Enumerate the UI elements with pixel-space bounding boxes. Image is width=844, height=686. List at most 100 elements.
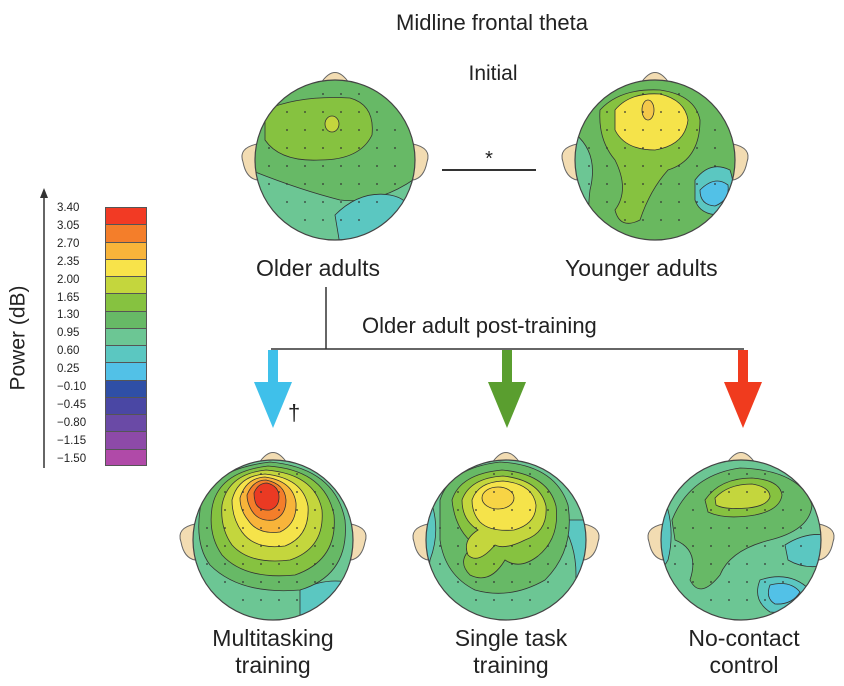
- electrode-dot: [394, 129, 396, 131]
- electrode-dot: [678, 183, 680, 185]
- electrode-dot: [278, 527, 280, 529]
- electrode-dot: [260, 473, 262, 475]
- caption-multitasking: Multitasking training: [173, 625, 373, 679]
- electrode-dot: [242, 599, 244, 601]
- electrode-dot: [624, 111, 626, 113]
- electrode-dot: [340, 183, 342, 185]
- figure-title: Midline frontal theta: [396, 10, 588, 35]
- electrode-dot: [332, 563, 334, 565]
- electrode-dot: [692, 491, 694, 493]
- color-scale-tick-label: 0.25: [57, 363, 80, 376]
- arrow-head: [724, 382, 762, 428]
- electrode-dot: [529, 491, 531, 493]
- electrode-dot: [260, 527, 262, 529]
- electrode-dot: [511, 581, 513, 583]
- electrode-dot: [547, 491, 549, 493]
- electrode-dot: [224, 491, 226, 493]
- electrode-dot: [278, 491, 280, 493]
- electrode-dot: [314, 491, 316, 493]
- electrode-dot: [314, 581, 316, 583]
- scalp-map-multitasking: [179, 452, 367, 621]
- electrode-dot: [340, 111, 342, 113]
- color-scale-swatch: [105, 379, 147, 397]
- electrode-dot: [728, 473, 730, 475]
- color-scale-swatch: [105, 241, 147, 259]
- electrode-dot: [511, 491, 513, 493]
- color-scale-tick-label: 3.40: [57, 202, 80, 214]
- electrode-dot: [394, 165, 396, 167]
- electrode-dot: [475, 599, 477, 601]
- significance-marker: *: [485, 148, 493, 170]
- electrode-dot: [710, 491, 712, 493]
- electrode-dot: [728, 509, 730, 511]
- electrode-dot: [606, 129, 608, 131]
- post-training-label: Older adult post-training: [362, 313, 597, 338]
- electrode-dot: [268, 183, 270, 185]
- electrode-dot: [475, 527, 477, 529]
- electrode-dot: [782, 527, 784, 529]
- color-scale-swatch: [105, 224, 147, 242]
- electrode-dot: [746, 473, 748, 475]
- color-scale-tick-label: −1.50: [57, 452, 87, 465]
- electrode-dot: [746, 581, 748, 583]
- electrode-dot: [710, 563, 712, 565]
- electrode-dot: [511, 527, 513, 529]
- electrode-dot: [660, 93, 662, 95]
- electrode-dot: [260, 599, 262, 601]
- electrode-dot: [678, 93, 680, 95]
- electrode-dot: [394, 183, 396, 185]
- electrode-dot: [304, 165, 306, 167]
- electrode-dot: [674, 563, 676, 565]
- electrode-dot: [588, 183, 590, 185]
- electrode-dot: [296, 527, 298, 529]
- electrode-dot: [692, 509, 694, 511]
- electrode-dot: [746, 491, 748, 493]
- color-scale-swatch: [105, 327, 147, 346]
- color-scale-swatch: [105, 414, 147, 432]
- electrode-dot: [457, 563, 459, 565]
- electrode-dot: [606, 111, 608, 113]
- electrode-dot: [782, 563, 784, 565]
- electrode-dot: [696, 111, 698, 113]
- electrode-dot: [475, 563, 477, 565]
- electrode-dot: [224, 581, 226, 583]
- electrode-dot: [340, 219, 342, 221]
- color-scale-tick-label: 0.95: [57, 327, 80, 340]
- electrode-dot: [692, 527, 694, 529]
- electrode-dot: [746, 563, 748, 565]
- caption-single-task-line1: Single task: [454, 625, 568, 651]
- electrode-dot: [278, 509, 280, 511]
- electrode-dot: [624, 219, 626, 221]
- electrode-dot: [206, 527, 208, 529]
- electrode-dot: [642, 129, 644, 131]
- electrode-dot: [286, 201, 288, 203]
- electrode-dot: [242, 545, 244, 547]
- electrode-dot: [304, 219, 306, 221]
- electrode-dot: [457, 527, 459, 529]
- electrode-dot: [296, 581, 298, 583]
- dagger-marker: †: [288, 400, 301, 425]
- electrode-dot: [642, 111, 644, 113]
- electrode-dot: [529, 563, 531, 565]
- color-scale-swatch: [105, 258, 147, 277]
- electrode-dot: [660, 219, 662, 221]
- electrode-dot: [511, 473, 513, 475]
- electrode-dot: [439, 563, 441, 565]
- electrode-dot: [296, 545, 298, 547]
- electrode-dot: [547, 509, 549, 511]
- electrode-dot: [278, 473, 280, 475]
- electrode-dot: [674, 545, 676, 547]
- electrode-dot: [322, 219, 324, 221]
- electrode-dot: [800, 527, 802, 529]
- electrode-dot: [710, 509, 712, 511]
- electrode-dot: [242, 563, 244, 565]
- electrode-dot: [746, 509, 748, 511]
- electrode-dot: [696, 129, 698, 131]
- electrode-dot: [678, 201, 680, 203]
- electrode-dot: [606, 147, 608, 149]
- electrode-dot: [692, 545, 694, 547]
- electrode-dot: [692, 581, 694, 583]
- electrode-dot: [660, 129, 662, 131]
- electrode-dot: [242, 581, 244, 583]
